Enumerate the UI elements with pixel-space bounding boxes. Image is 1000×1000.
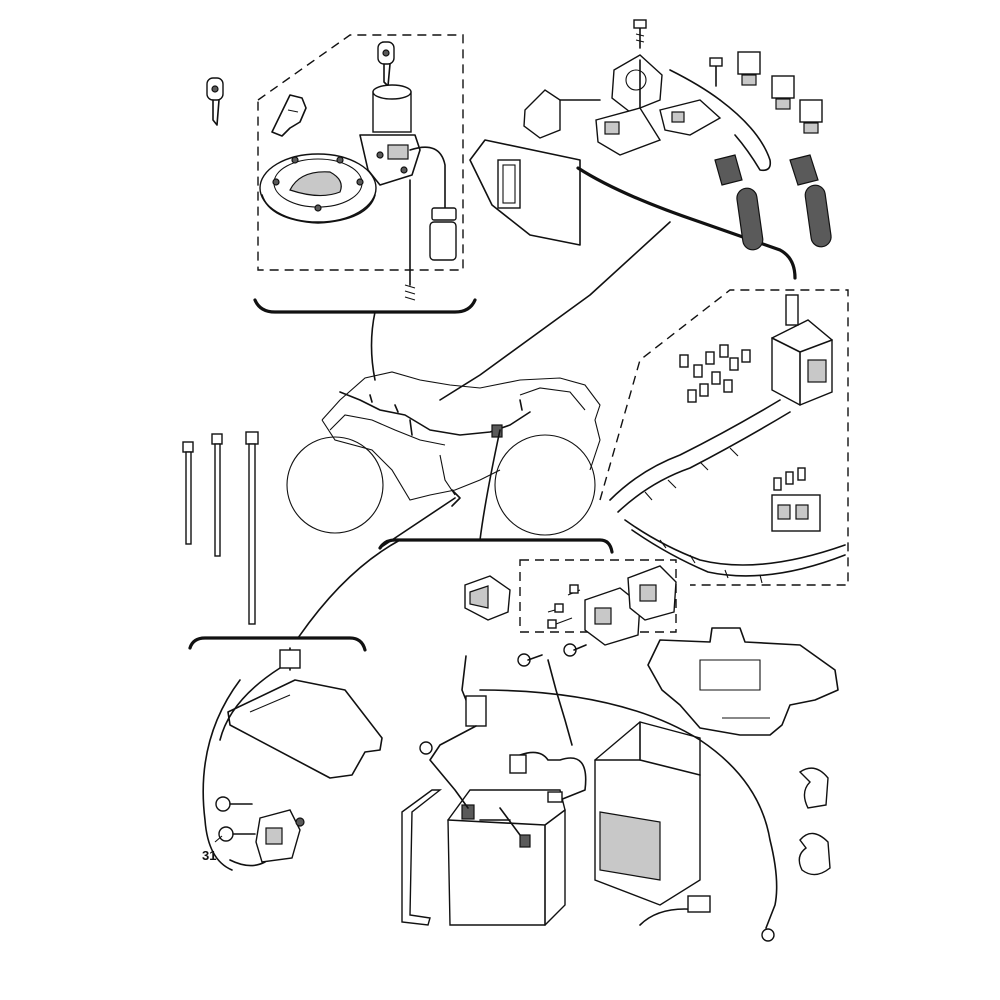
fuse-cluster [679, 344, 751, 403]
bolt-icon [517, 653, 543, 667]
cable-tie-medium [211, 433, 223, 557]
ignition-barrel [359, 84, 457, 301]
clamp-bottom [798, 832, 831, 876]
cable-tie-long [245, 431, 259, 625]
motorcycle-outline [286, 371, 601, 536]
screw-icon [215, 796, 253, 812]
fuel-cap [259, 153, 377, 224]
ignition-coil-inset [439, 19, 832, 401]
spark-plug-cap-right [789, 154, 832, 248]
screw-icon [218, 826, 256, 842]
ignition-switch-inset [206, 34, 477, 381]
warning-label [469, 139, 581, 246]
clamp-top [798, 767, 829, 809]
bolt-icon [633, 19, 647, 49]
key-icon [377, 41, 395, 87]
relay-inset [378, 429, 677, 646]
battery [447, 789, 566, 926]
spark-plug-cap-left [714, 154, 764, 251]
starter-relay-group: 31 [188, 539, 401, 871]
battery-cover-plate [647, 627, 839, 736]
battery-cables [419, 655, 778, 942]
bolt-icon [709, 57, 723, 87]
ground-clip [379, 489, 461, 549]
cable-tie-short [182, 441, 194, 545]
battery-strap [401, 789, 443, 926]
key-icon [206, 77, 224, 126]
bolt-icon [563, 643, 587, 657]
callout-number: 31 [202, 848, 216, 863]
fuse-box-inset [599, 289, 849, 586]
battery-box [594, 721, 701, 906]
